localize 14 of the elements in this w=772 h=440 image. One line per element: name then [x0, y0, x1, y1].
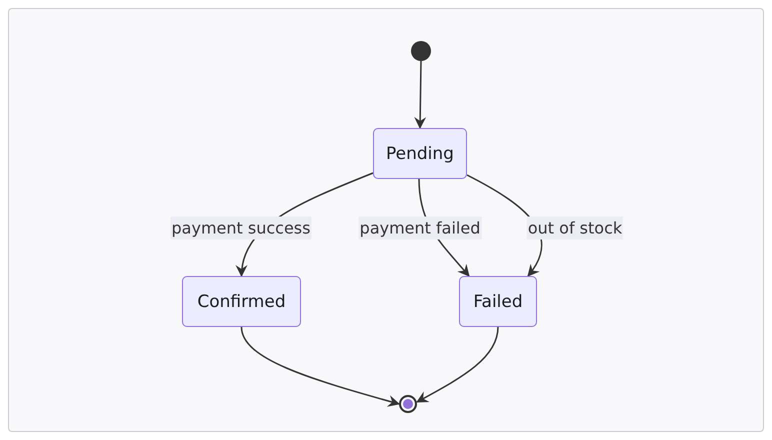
state-label: Pending [386, 144, 454, 164]
arrow [414, 60, 426, 129]
arrow [240, 326, 400, 407]
edge-label: payment success [170, 216, 312, 240]
end-dot [399, 395, 417, 413]
start-dot [411, 41, 431, 61]
arrow [416, 326, 499, 403]
edge-label: out of stock [526, 216, 624, 240]
state-label: Failed [473, 292, 523, 312]
state-box [373, 128, 467, 179]
state-label: Confirmed [197, 292, 286, 312]
edge-label: payment failed [358, 216, 482, 240]
state-box [182, 276, 301, 327]
state-box [459, 276, 537, 327]
